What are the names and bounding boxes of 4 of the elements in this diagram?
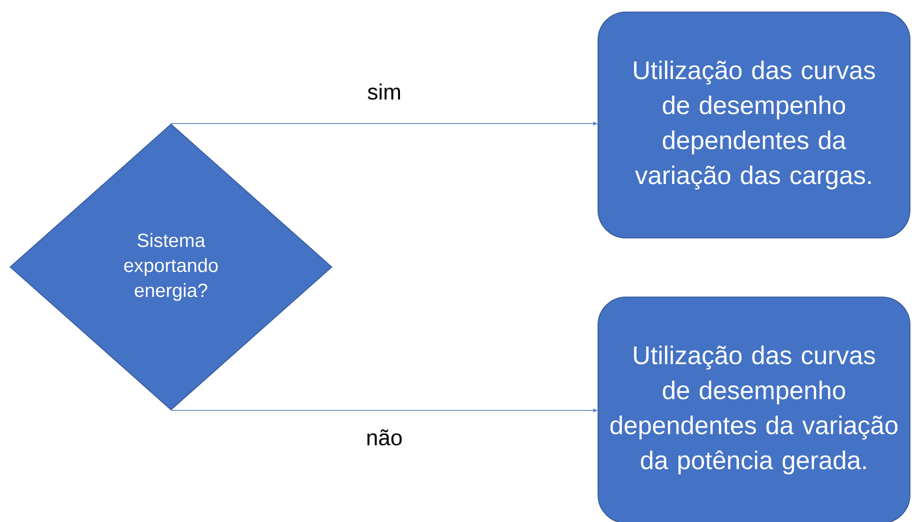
edge-label: sim: [368, 84, 400, 100]
process-box: Utilização das curvas de desempenho dependentes da variação das cargas.: [598, 12, 910, 238]
edge-label: não: [367, 429, 402, 446]
process-box: Utilização das curvas de desempenho dependentes da variação da potência gerada.: [598, 296, 910, 522]
